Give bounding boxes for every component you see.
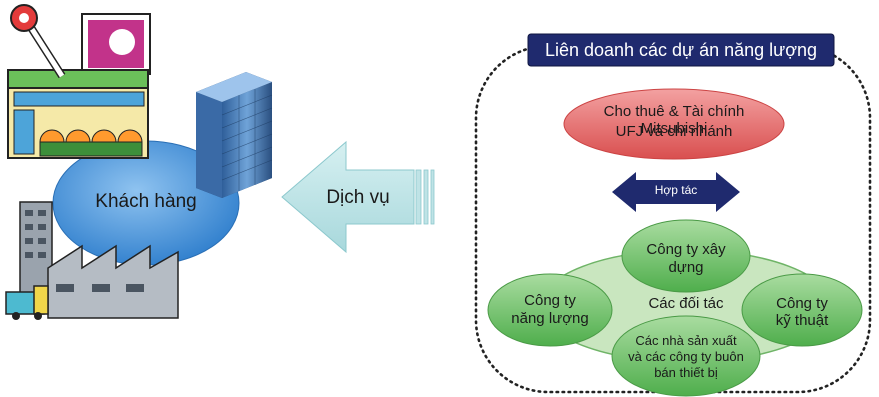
customer-label: Khách hàng — [95, 191, 197, 212]
service-label: Dịch vụ — [326, 187, 390, 208]
lessor-oval — [563, 88, 785, 160]
energy-company-oval — [487, 273, 613, 347]
construction-company-label-line2: dựng — [668, 259, 704, 276]
equipment-suppliers-label-line2: và các công ty buôn — [628, 349, 744, 364]
joint-venture-title: Liên doanh các dự án năng lượng — [544, 40, 818, 60]
partners-center-label: Các đối tác — [648, 295, 724, 312]
equipment-suppliers-label-line1: Các nhà sản xuất — [635, 333, 737, 348]
lessor-label-line1: Cho thuê & Tài chính Mitsubishi — [603, 103, 745, 137]
energy-company-label-line2: năng lượng — [511, 310, 589, 327]
cooperation-label: Hợp tác — [654, 183, 698, 197]
equipment-suppliers-oval — [611, 315, 761, 397]
cooperation-arrow — [612, 172, 740, 212]
equipment-suppliers-label-line3: bán thiết bị — [654, 365, 718, 380]
engineering-company-label-line1: Công ty — [776, 295, 828, 312]
factory-icon — [5, 201, 179, 320]
construction-company-oval — [621, 219, 751, 293]
engineering-company-label-line2: kỹ thuật — [775, 312, 829, 329]
engineering-company-oval — [741, 273, 863, 347]
joint-venture-title-box — [527, 33, 835, 67]
office-building-icon — [196, 72, 273, 198]
shopping-mall-icon — [7, 4, 151, 159]
construction-company-label-line1: Công ty xây — [646, 241, 726, 258]
energy-company-label-line1: Công ty — [524, 292, 576, 309]
lessor-label-line2: UFJ và chi nhánh — [615, 123, 733, 140]
service-arrow — [281, 140, 435, 254]
